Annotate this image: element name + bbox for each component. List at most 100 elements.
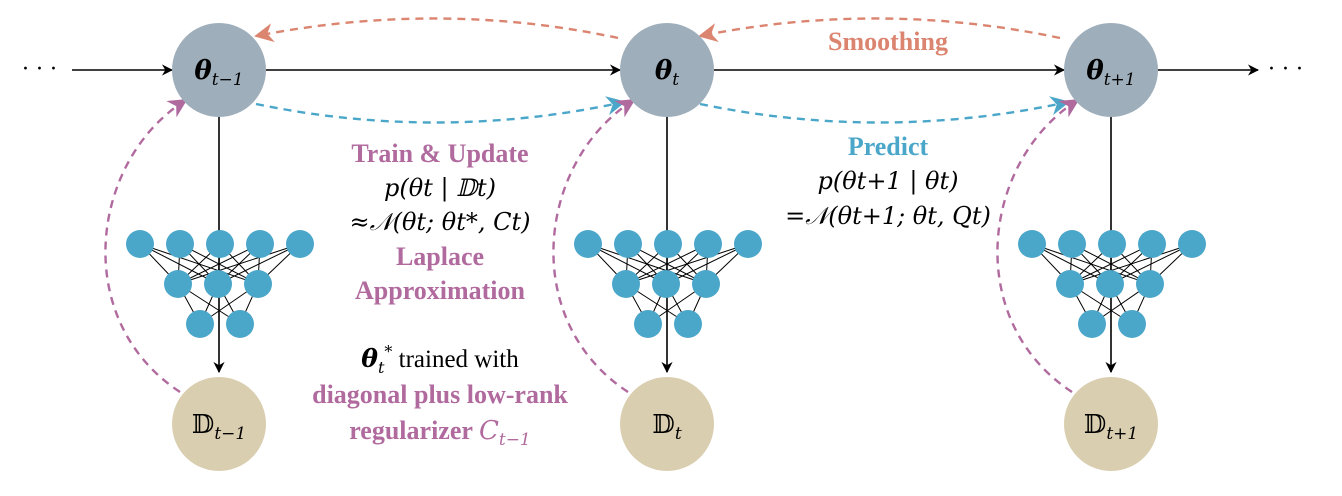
state-node-current-circle [620, 23, 714, 117]
data-node-current-circle [620, 377, 714, 471]
data-node-current-base: 𝔻 [652, 410, 675, 440]
neuron-layer-2 [1078, 310, 1106, 338]
regularizer-theta: θ [361, 344, 378, 373]
state-node-next-base: θ [1086, 56, 1104, 86]
neuron-layer-0 [286, 230, 314, 258]
neuron-layer-0 [734, 230, 762, 258]
network-edge [177, 243, 261, 285]
neuron-layer-1 [164, 270, 192, 298]
neuron-layer-2 [186, 310, 214, 338]
neural-networks [126, 117, 1206, 374]
network-edge [625, 243, 709, 285]
neuron-layer-0 [1138, 230, 1166, 258]
network-edge [1069, 243, 1193, 285]
neuron-layer-2 [1118, 310, 1146, 338]
ellipsis-right: · · · [1268, 57, 1303, 82]
neuron-layer-1 [244, 270, 272, 298]
train-arrow-2 [552, 98, 636, 394]
neuron-layer-2 [226, 310, 254, 338]
svg-text:regularizer Ct−1: regularizer Ct−1 [349, 416, 531, 450]
state-node-current-sub: t [672, 70, 679, 90]
neuron-layer-0 [1098, 230, 1126, 258]
state-node-prev: θt−1 [172, 23, 266, 117]
data-node-current-sub: t [675, 424, 682, 444]
smoothing-label: Smoothing [828, 27, 948, 56]
neuron-layer-0 [1018, 230, 1046, 258]
neuron-layer-1 [652, 270, 680, 298]
neuron-layer-0 [574, 230, 602, 258]
state-node-next-circle [1064, 23, 1158, 117]
predict-formula-2: =𝒩(θt+1; θt, Qt) [785, 202, 991, 230]
train-arrow-1 [104, 98, 188, 394]
neuron-layer-0 [654, 230, 682, 258]
state-node-prev-sub: t−1 [212, 70, 244, 90]
network-edge [1069, 243, 1153, 285]
data-node-prev-base: 𝔻 [192, 410, 215, 440]
neuron-layer-1 [692, 270, 720, 298]
neuron-layer-2 [634, 310, 662, 338]
predict-title: Predict [848, 132, 929, 161]
train-method-1: Laplace [396, 242, 484, 271]
state-node-prev-circle [172, 23, 266, 117]
network-edge [217, 243, 301, 285]
data-node-next-base: 𝔻 [1084, 410, 1107, 440]
regularizer-theta-sup: * [384, 342, 392, 361]
neuron-layer-2 [674, 310, 702, 338]
data-node-prev-circle [172, 377, 266, 471]
network-edge [177, 243, 301, 285]
neural-network-0 [126, 117, 314, 374]
state-node-prev-base: θ [194, 56, 212, 86]
neuron-layer-0 [614, 230, 642, 258]
train-title: Train & Update [351, 139, 528, 168]
neuron-layer-1 [1096, 270, 1124, 298]
state-node-next: θt+1 [1064, 23, 1158, 117]
neuron-layer-0 [694, 230, 722, 258]
svg-text:𝔻t−1: 𝔻t−1 [192, 410, 246, 444]
svg-text:𝔻t: 𝔻t [652, 410, 682, 444]
predict-arrow-1 [255, 96, 626, 124]
network-edge [625, 243, 749, 285]
svg-text:𝔻t+1: 𝔻t+1 [1084, 410, 1138, 444]
neuron-layer-1 [1136, 270, 1164, 298]
svg-text:θt−1: θt−1 [194, 56, 243, 90]
neuron-layer-0 [206, 230, 234, 258]
neuron-layer-0 [246, 230, 274, 258]
predict-arrow-2 [699, 96, 1070, 124]
data-node-next-circle [1064, 377, 1158, 471]
train-method-2: Approximation [355, 276, 526, 305]
data-node-prev: 𝔻t−1 [172, 377, 266, 471]
network-edge [665, 243, 749, 285]
data-node-prev-sub: t−1 [214, 424, 246, 444]
network-edge [1109, 243, 1193, 285]
train-formula-2: ≈𝒩(θt; θt*, Ct) [350, 208, 531, 236]
train-arrow-3 [996, 98, 1080, 394]
neuron-layer-1 [1056, 270, 1084, 298]
regularizer-c: C [479, 416, 499, 446]
data-node-next: 𝔻t+1 [1064, 377, 1158, 471]
state-node-current-base: θ [655, 56, 673, 86]
neuron-layer-0 [166, 230, 194, 258]
neuron-layer-1 [204, 270, 232, 298]
smoothing-arrow-1 [254, 17, 619, 43]
data-node-next-sub: t+1 [1106, 424, 1138, 444]
regularizer-c-sub: t−1 [499, 430, 531, 450]
regularizer-theta-sub: t [378, 358, 385, 377]
data-node-current: 𝔻t [620, 377, 714, 471]
svg-text:θt* trained with: θt* trained with [361, 342, 519, 377]
regularizer-line1: trained with [392, 346, 519, 373]
ellipsis-left: · · · [22, 57, 57, 82]
regularizer-line3: regularizer [349, 416, 479, 445]
neuron-layer-0 [1178, 230, 1206, 258]
smoothing-arrow-2 [698, 17, 1061, 43]
train-formula-1: p(θt | 𝔻t) [384, 174, 496, 203]
state-node-current: θt [620, 23, 714, 117]
neuron-layer-1 [612, 270, 640, 298]
svg-text:θt: θt [655, 56, 679, 90]
svg-text:θt+1: θt+1 [1086, 56, 1135, 90]
neural-network-1 [574, 117, 762, 374]
neuron-layer-0 [1058, 230, 1086, 258]
regularizer-line2: diagonal plus low-rank [312, 380, 568, 409]
neural-network-2 [1018, 117, 1206, 374]
